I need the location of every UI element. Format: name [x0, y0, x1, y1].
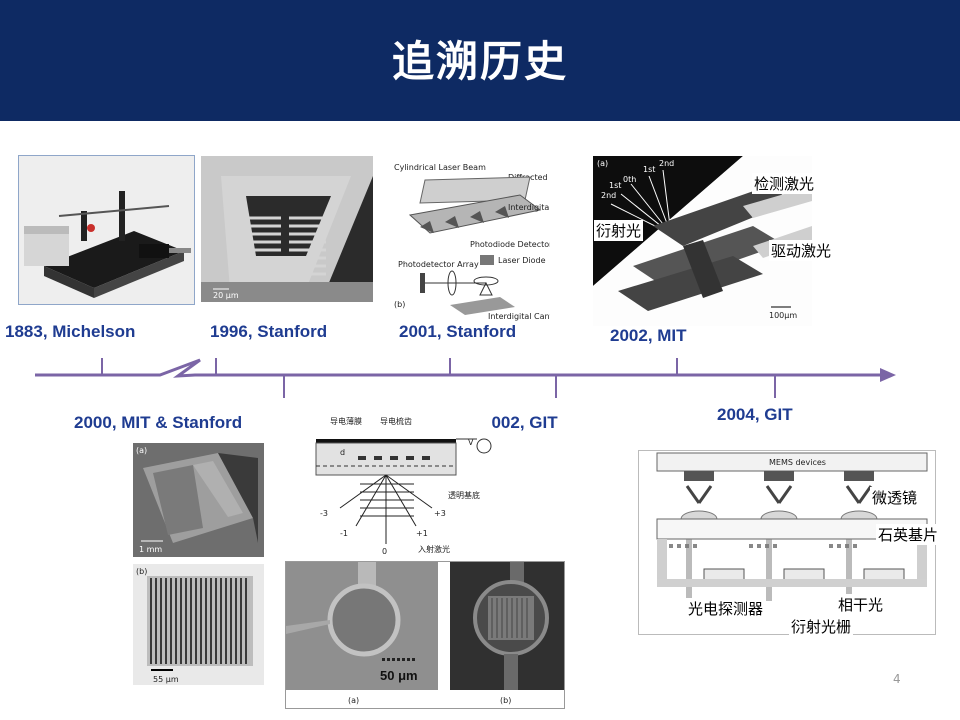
mit-stanford-2000-photo-b: (b) 55 μm: [133, 564, 264, 685]
year-label-2002-mit: 2002, MIT: [610, 326, 687, 345]
svg-text:V: V: [468, 438, 474, 447]
year-label-2002-git: 2002, GIT: [482, 413, 558, 432]
label-drive-laser: 驱动激光: [769, 240, 834, 261]
svg-text:Photodetector Array: Photodetector Array: [398, 260, 479, 269]
svg-text:(a): (a): [136, 446, 147, 455]
timeline-axis: [35, 358, 896, 398]
year-label-2001-stanford: 2001, Stanford: [399, 322, 517, 341]
svg-text:(a): (a): [348, 696, 359, 705]
label-microlens: 微透镜: [870, 487, 920, 508]
svg-text:1st: 1st: [609, 181, 621, 190]
label-photodetector: 光电探测器: [686, 598, 766, 619]
svg-text:d: d: [340, 448, 345, 457]
svg-text:+1: +1: [416, 529, 428, 538]
svg-text:Interdigital Cantilever Array: Interdigital Cantilever Array: [488, 312, 550, 321]
label-diffracted-light: 衍射光: [594, 220, 644, 241]
label-diffraction-grating: 衍射光栅: [789, 616, 854, 637]
svg-text:透明基底: 透明基底: [448, 490, 480, 500]
svg-text:(b): (b): [394, 300, 405, 309]
svg-text:(b): (b): [500, 696, 511, 705]
svg-text:Interdigital Cantilevers: Interdigital Cantilevers: [508, 203, 550, 212]
title-banner: [0, 0, 960, 121]
michelson-interferometer-photo: [18, 155, 195, 305]
svg-text:(a): (a): [597, 159, 608, 168]
page-number: 4: [893, 672, 901, 686]
year-label-2004-git: 2004, GIT: [717, 405, 793, 424]
svg-text:Laser Diode: Laser Diode: [498, 256, 546, 265]
svg-text:0th: 0th: [623, 175, 636, 184]
svg-text:0: 0: [382, 547, 387, 556]
slide-title: 追溯历史: [391, 37, 568, 86]
git-2002-schematic: 导电薄膜 导电梳齿 d V -3 -1 0 +1 +3 入射激光 透明基底: [310, 414, 492, 560]
svg-text:50 μm: 50 μm: [380, 668, 418, 683]
label-quartz-substrate: 石英基片: [876, 524, 941, 545]
svg-text:Cylindrical Laser Beam: Cylindrical Laser Beam: [394, 163, 486, 172]
year-label-1996-stanford: 1996, Stanford: [210, 322, 328, 341]
svg-text:MEMS devices: MEMS devices: [769, 458, 826, 467]
label-coherent-light: 相干光: [836, 594, 886, 615]
svg-text:+3: +3: [434, 509, 446, 518]
svg-text:Photodiode Detectors: Photodiode Detectors: [470, 240, 550, 249]
svg-text:1 mm: 1 mm: [139, 545, 162, 554]
svg-text:(b): (b): [136, 567, 147, 576]
svg-text:入射激光: 入射激光: [418, 544, 450, 554]
svg-text:导电薄膜: 导电薄膜: [330, 416, 362, 426]
stanford-1996-grating-photo: 20 μm: [201, 156, 373, 302]
svg-text:100μm: 100μm: [769, 311, 797, 320]
scale-label-20um: 20 μm: [213, 291, 239, 300]
svg-text:2nd: 2nd: [659, 159, 674, 168]
svg-text:55 μm: 55 μm: [153, 675, 179, 684]
year-label-2000-mit-stanford: 2000, MIT & Stanford: [74, 413, 243, 432]
svg-text:2nd: 2nd: [601, 191, 616, 200]
stanford-2001-schematic: Cylindrical Laser Beam Diffracted Orders…: [390, 155, 550, 322]
svg-text:-1: -1: [340, 529, 348, 538]
svg-text:-3: -3: [320, 509, 328, 518]
svg-text:1st: 1st: [643, 165, 655, 174]
label-detect-laser: 检测激光: [752, 173, 817, 194]
git-2002-sem-photos: 50 μm (a) (b): [285, 561, 565, 709]
year-label-1883-michelson: 1883, Michelson: [5, 322, 136, 341]
mit-stanford-2000-photo-a: (a) 1 mm: [133, 443, 264, 557]
svg-text:导电梳齿: 导电梳齿: [380, 416, 412, 426]
